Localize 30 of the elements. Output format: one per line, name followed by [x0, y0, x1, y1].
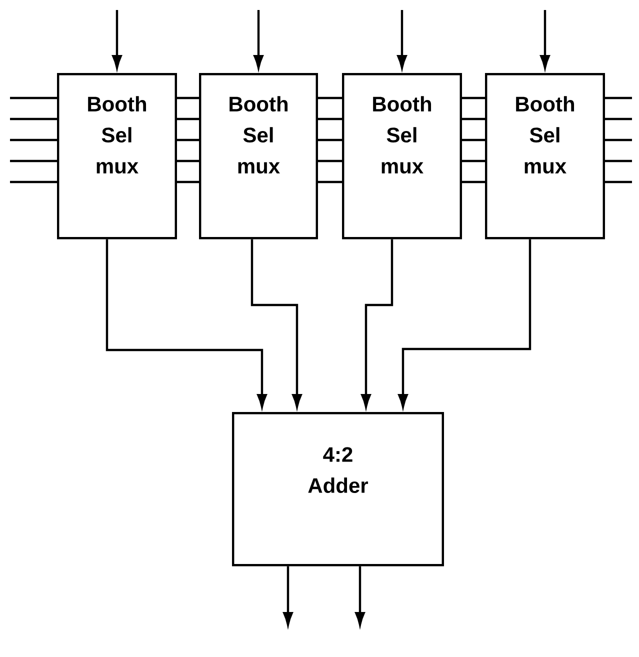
mux-box: Booth Sel mux	[342, 73, 462, 240]
signal-line	[318, 160, 342, 162]
signal-line	[462, 96, 485, 100]
signal-line	[177, 138, 199, 142]
signal-line	[605, 96, 632, 100]
signal-line	[462, 180, 485, 184]
signal-line	[318, 96, 342, 100]
signal-line	[605, 180, 632, 184]
signal-line	[318, 138, 342, 142]
signal-line	[10, 180, 57, 184]
signal-line	[462, 138, 485, 142]
signal-line	[318, 180, 342, 184]
adder-box: 4:2 Adder	[232, 412, 444, 566]
signal-line	[10, 160, 57, 162]
signal-line	[10, 96, 57, 100]
mux-box: Booth Sel mux	[485, 73, 605, 240]
mux-box: Booth Sel mux	[57, 73, 177, 240]
signal-line	[10, 118, 57, 120]
signal-line	[462, 160, 485, 162]
signal-line	[318, 118, 342, 120]
signal-line	[10, 138, 57, 142]
signal-line	[177, 118, 199, 120]
signal-line	[605, 138, 632, 142]
signal-line	[177, 160, 199, 162]
mux-box: Booth Sel mux	[199, 73, 318, 240]
signal-line	[605, 118, 632, 120]
signal-line	[177, 180, 199, 184]
signal-line	[605, 160, 632, 162]
signal-line	[462, 118, 485, 120]
signal-line	[177, 96, 199, 100]
